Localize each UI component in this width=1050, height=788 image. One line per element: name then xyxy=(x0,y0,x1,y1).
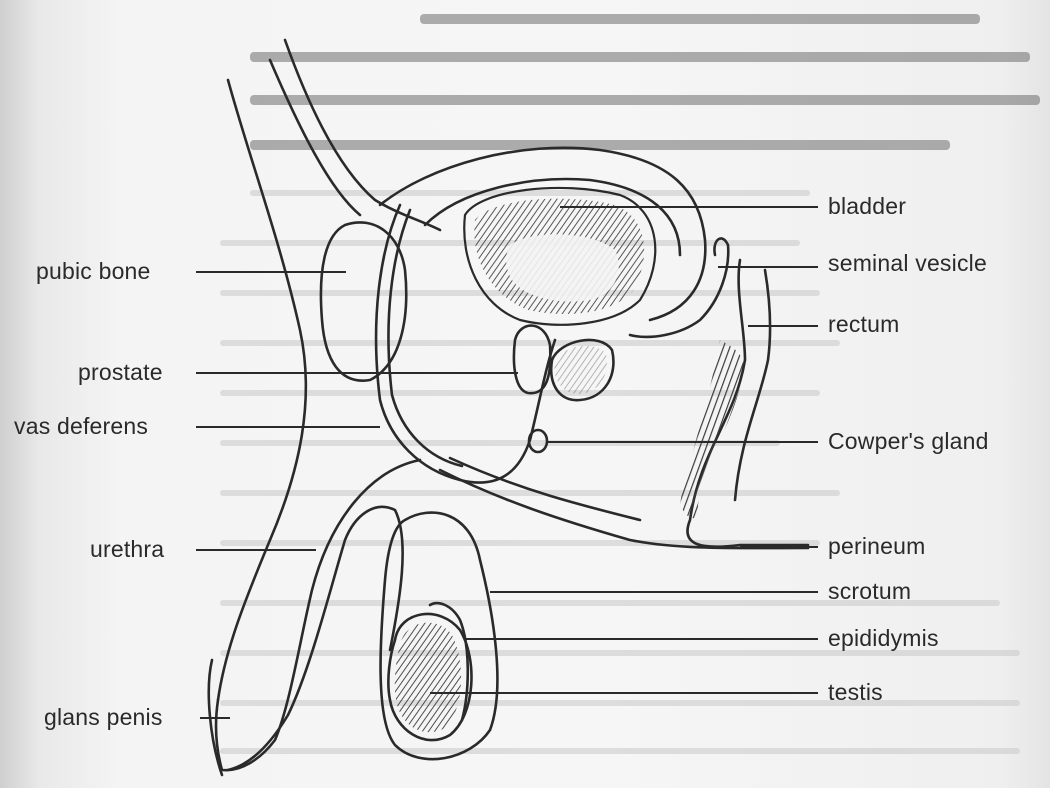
leader-rectum xyxy=(748,325,818,327)
label-bladder: bladder xyxy=(828,193,906,219)
prostate-shade xyxy=(555,346,607,394)
abdomen-inner-line-2 xyxy=(285,40,440,230)
testis-hatch xyxy=(395,623,461,733)
cowpers-gland-shape xyxy=(529,430,547,452)
abdomen-outline xyxy=(218,80,306,700)
label-pubic-bone: pubic bone xyxy=(36,258,151,284)
leader-epididymis xyxy=(464,638,818,640)
label-urethra: urethra xyxy=(90,536,164,562)
label-vas-deferens: vas deferens xyxy=(14,413,148,439)
leader-seminal-vesicle xyxy=(718,266,818,268)
label-rectum: rectum xyxy=(828,311,900,337)
leader-pubic-bone xyxy=(196,271,346,273)
label-seminal-vesicle: seminal vesicle xyxy=(828,250,987,276)
leader-testis xyxy=(430,692,818,694)
rectum-stripes xyxy=(680,340,744,518)
leader-vas-deferens xyxy=(196,426,380,428)
leader-bladder xyxy=(560,206,818,208)
leader-scrotum xyxy=(490,591,818,593)
label-cowpers-gland: Cowper's gland xyxy=(828,428,989,454)
leader-urethra xyxy=(196,549,316,551)
leader-prostate xyxy=(196,372,518,374)
rectum-outer xyxy=(687,260,808,547)
abdomen-inner-line xyxy=(270,60,360,215)
leader-perineum xyxy=(740,546,818,548)
label-scrotum: scrotum xyxy=(828,578,911,604)
penis-lower xyxy=(228,507,403,770)
label-glans-penis: glans penis xyxy=(44,704,163,730)
pubic-bone-shape xyxy=(321,222,406,380)
label-prostate: prostate xyxy=(78,359,163,385)
leader-glans-penis xyxy=(200,717,230,719)
label-epididymis: epididymis xyxy=(828,625,939,651)
label-testis: testis xyxy=(828,679,883,705)
perineum-line xyxy=(440,470,808,548)
prostate-shape xyxy=(514,326,550,394)
label-perineum: perineum xyxy=(828,533,926,559)
leader-cowpers-gland xyxy=(548,441,818,443)
